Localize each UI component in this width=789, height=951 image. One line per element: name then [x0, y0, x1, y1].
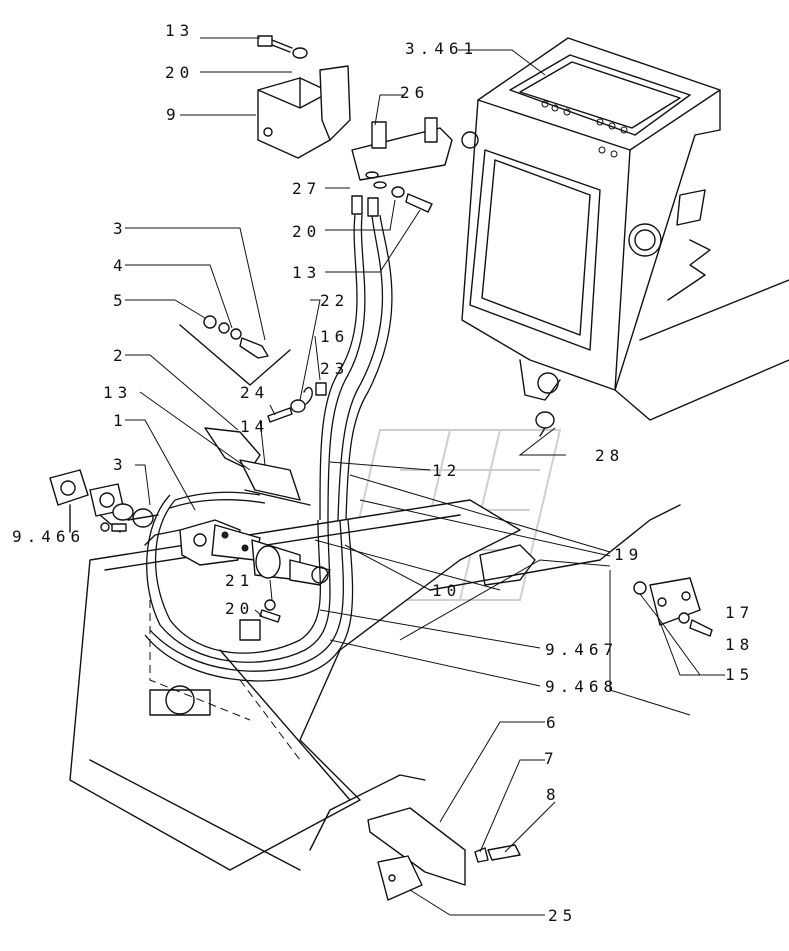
callout-16: 16: [320, 327, 349, 346]
bracket-9: [257, 65, 351, 159]
callout-9-467: 9.467: [545, 640, 618, 659]
callout-3-461: 3.461: [405, 39, 478, 58]
callout-23: 23: [320, 359, 349, 378]
callout-2: 2: [113, 346, 128, 365]
loader-frame: [461, 37, 789, 421]
hoses: [144, 214, 393, 682]
callout-10: 10: [432, 581, 461, 600]
callout-13-mid: 13: [292, 263, 321, 282]
callout-22: 22: [320, 291, 349, 310]
callout-14: 14: [240, 417, 269, 436]
callout-1: 1: [113, 411, 128, 430]
guard-6: [367, 807, 521, 886]
block-25: [377, 855, 423, 901]
callout-18: 18: [725, 635, 754, 654]
callout-labels: 13 20 9 3.461 26 27 20 13 3 4 5 22 16 2 …: [12, 21, 754, 925]
callout-12: 12: [432, 461, 461, 480]
bolt-set-3-4-5: [179, 315, 291, 386]
callout-25: 25: [548, 906, 577, 925]
callout-20-low: 20: [225, 599, 254, 618]
callout-21: 21: [225, 571, 254, 590]
fittings-27: [351, 195, 379, 217]
callout-27: 27: [292, 179, 321, 198]
callout-8: 8: [546, 785, 561, 804]
callout-19: 19: [614, 545, 643, 564]
washer-20-top: [292, 47, 308, 59]
callout-9-466: 9.466: [12, 527, 85, 546]
leader-lines: [125, 37, 725, 916]
callout-17: 17: [725, 603, 754, 622]
callout-20-top: 20: [165, 63, 194, 82]
flange-9-466: [49, 469, 154, 533]
callout-9: 9: [166, 105, 181, 124]
bolt-21-20: [239, 599, 281, 641]
callout-3-top: 3: [113, 219, 128, 238]
callout-26: 26: [400, 83, 429, 102]
callout-28: 28: [595, 446, 624, 465]
clamp-26: [351, 117, 453, 189]
callout-6: 6: [546, 713, 561, 732]
callout-24: 24: [240, 383, 269, 402]
callout-13-top: 13: [165, 21, 194, 40]
callout-15: 15: [725, 665, 754, 684]
bolt-28: [535, 411, 555, 437]
bucket: [69, 499, 536, 871]
clamp-15: [633, 577, 713, 637]
callout-4: 4: [113, 256, 128, 275]
callout-20-mid: 20: [292, 222, 321, 241]
bracket-14: [204, 427, 311, 506]
callout-5: 5: [113, 291, 128, 310]
bolt-13-top: [257, 35, 293, 53]
fittings-22-23-24-16: [267, 382, 327, 423]
bolt-13-mid: [391, 186, 433, 213]
callout-3-left: 3: [113, 455, 128, 474]
callout-13-left: 13: [103, 383, 132, 402]
callout-9-468: 9.468: [545, 677, 618, 696]
callout-7: 7: [544, 749, 559, 768]
